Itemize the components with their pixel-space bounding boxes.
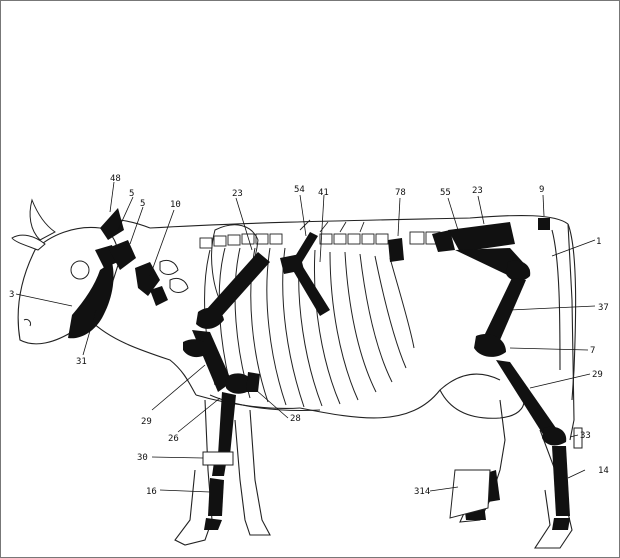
callout-10: 10 [170,200,181,210]
callout-9: 9 [539,185,544,195]
marker-boxes [203,428,582,518]
callout-7: 7 [590,346,595,356]
callout-41: 41 [318,188,329,198]
callout-labels: 48 5 5 10 23 54 41 78 55 23 9 1 3 31 37 … [9,174,609,497]
shoulder-bones [280,232,330,316]
callout-23-b: 23 [472,186,483,196]
cow-head [12,200,118,344]
callout-55: 55 [440,188,451,198]
callout-31: 31 [76,357,87,367]
callout-3: 3 [9,290,14,300]
callout-29-b: 29 [592,370,603,380]
callout-30: 30 [137,453,148,463]
callout-23-a: 23 [232,189,243,199]
callout-314: 314 [414,487,430,497]
callout-48: 48 [110,174,121,184]
callout-29-a: 29 [141,417,152,427]
callout-37: 37 [598,303,609,313]
callout-78: 78 [395,188,406,198]
callout-16: 16 [146,487,157,497]
callout-5-b: 5 [140,199,145,209]
callout-26: 26 [168,434,179,444]
callout-5-a: 5 [129,189,134,199]
callout-33: 33 [580,431,591,441]
callout-54: 54 [294,185,305,195]
callout-14: 14 [598,466,609,476]
callout-1: 1 [596,237,601,247]
cervical-vertebrae [100,208,188,306]
callout-28: 28 [290,414,301,424]
